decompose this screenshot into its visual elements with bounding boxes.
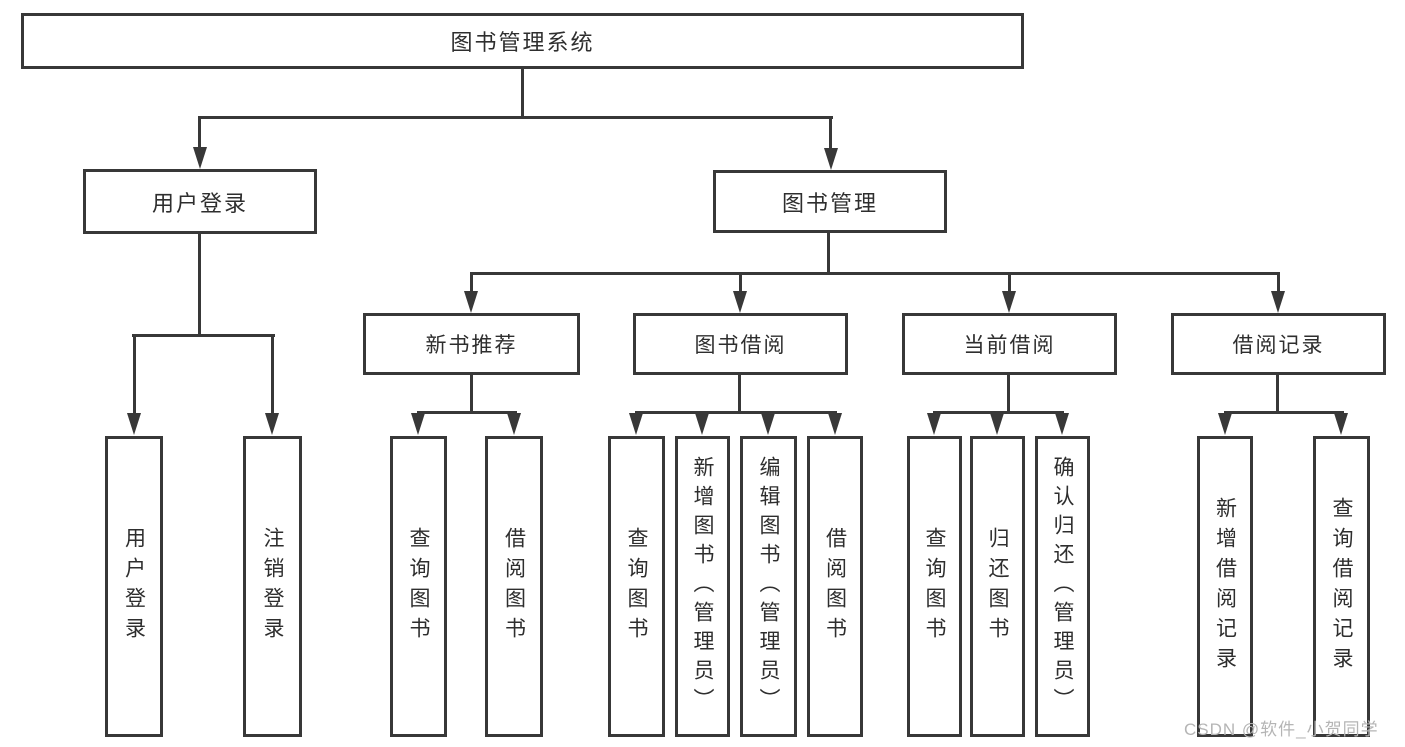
leaf-confirm-return-admin: 确认归还（管理员） xyxy=(1035,436,1090,737)
arrowhead-down-icon xyxy=(1334,413,1348,435)
leaf-query-books-recommend: 查询图书 xyxy=(390,436,447,737)
connector-line xyxy=(133,337,136,415)
connector-line xyxy=(417,411,517,414)
connector-line xyxy=(198,119,201,151)
arrowhead-down-icon xyxy=(1271,291,1285,313)
arrowhead-down-icon xyxy=(927,413,941,435)
connector-line xyxy=(198,234,201,337)
leaf-query-books-current: 查询图书 xyxy=(907,436,962,737)
leaf-borrow-books-recommend: 借阅图书 xyxy=(485,436,543,737)
connector-line xyxy=(271,337,274,415)
arrowhead-down-icon xyxy=(1002,291,1016,313)
arrowhead-down-icon xyxy=(411,413,425,435)
leaf-logout: 注销登录 xyxy=(243,436,302,737)
connector-line xyxy=(521,69,524,119)
arrowhead-down-icon xyxy=(733,291,747,313)
arrowhead-down-icon xyxy=(1055,413,1069,435)
connector-line xyxy=(1008,275,1011,293)
arrowhead-down-icon xyxy=(127,413,141,435)
arrowhead-down-icon xyxy=(761,413,775,435)
connector-line xyxy=(470,275,473,293)
leaf-user-login: 用户登录 xyxy=(105,436,163,737)
arrowhead-down-icon xyxy=(193,147,207,169)
leaf-return-books: 归还图书 xyxy=(970,436,1025,737)
connector-line xyxy=(1007,375,1010,414)
connector-line xyxy=(132,334,275,337)
arrowhead-down-icon xyxy=(828,413,842,435)
connector-line xyxy=(827,233,830,274)
node-current-borrowing: 当前借阅 xyxy=(902,313,1117,375)
node-root-library-system: 图书管理系统 xyxy=(21,13,1024,69)
csdn-watermark: CSDN @软件_小贺同学 xyxy=(1184,720,1379,739)
connector-line xyxy=(1277,275,1280,293)
node-new-book-recommend: 新书推荐 xyxy=(363,313,580,375)
arrowhead-down-icon xyxy=(695,413,709,435)
connector-line xyxy=(1276,375,1279,414)
leaf-query-borrow-record: 查询借阅记录 xyxy=(1313,436,1370,737)
arrowhead-down-icon xyxy=(1218,413,1232,435)
arrowhead-down-icon xyxy=(265,413,279,435)
leaf-add-books-admin: 新增图书（管理员） xyxy=(675,436,730,737)
arrowhead-down-icon xyxy=(464,291,478,313)
connector-line xyxy=(470,375,473,414)
leaf-query-books-borrowing: 查询图书 xyxy=(608,436,665,737)
node-book-management: 图书管理 xyxy=(713,170,947,233)
connector-line xyxy=(198,116,833,119)
leaf-borrow-books: 借阅图书 xyxy=(807,436,863,737)
arrowhead-down-icon xyxy=(990,413,1004,435)
node-borrow-records: 借阅记录 xyxy=(1171,313,1386,375)
arrowhead-down-icon xyxy=(507,413,521,435)
connector-line xyxy=(933,411,1064,414)
connector-line xyxy=(739,275,742,293)
connector-line xyxy=(635,411,837,414)
connector-line xyxy=(470,272,1280,275)
leaf-add-borrow-record: 新增借阅记录 xyxy=(1197,436,1253,737)
connector-line xyxy=(1224,411,1344,414)
leaf-edit-books-admin: 编辑图书（管理员） xyxy=(740,436,797,737)
arrowhead-down-icon xyxy=(824,148,838,170)
connector-line xyxy=(738,375,741,414)
node-book-borrowing: 图书借阅 xyxy=(633,313,848,375)
connector-line xyxy=(829,119,832,151)
node-user-login: 用户登录 xyxy=(83,169,317,234)
arrowhead-down-icon xyxy=(629,413,643,435)
